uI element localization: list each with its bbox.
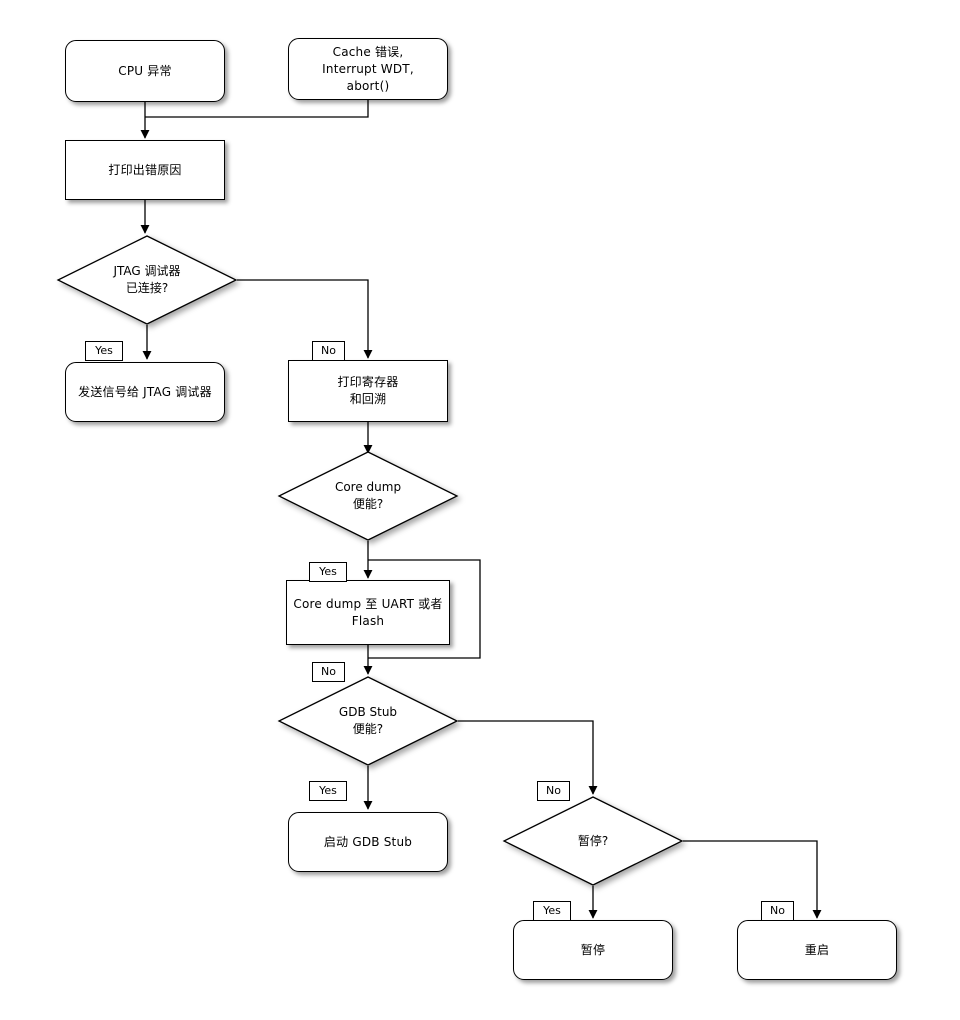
diamond-shape <box>56 235 238 325</box>
edge-label-coredump-no: No <box>312 662 345 682</box>
node-label: Cache 错误, Interrupt WDT, abort() <box>322 44 414 93</box>
node-send-signal-jtag[interactable]: 发送信号给 JTAG 调试器 <box>65 362 225 422</box>
node-halt-question[interactable]: 暂停? <box>502 796 684 886</box>
node-halt[interactable]: 暂停 <box>513 920 673 980</box>
node-label: 重启 <box>804 942 830 957</box>
node-print-reason[interactable]: 打印出错原因 <box>65 140 225 200</box>
node-label: Core dump 便能? <box>334 480 402 511</box>
node-label: 暂停 <box>580 942 606 957</box>
node-cpu-exception[interactable]: CPU 异常 <box>65 40 225 102</box>
node-label: 启动 GDB Stub <box>323 834 413 849</box>
node-label: 打印出错原因 <box>108 162 182 177</box>
edge-label-gdbstub-yes: Yes <box>309 781 347 801</box>
diamond-shape <box>277 451 459 541</box>
node-coredump-enabled[interactable]: Core dump 便能? <box>277 451 459 541</box>
node-label: 打印寄存器 和回溯 <box>337 375 399 406</box>
edge-label-halt-yes: Yes <box>533 901 571 921</box>
diamond-shape <box>502 796 684 886</box>
node-jtag-connected[interactable]: JTAG 调试器 已连接? <box>56 235 238 325</box>
edge-gdbstub-no <box>458 720 598 795</box>
edge-jtag-no <box>237 279 373 359</box>
edge-label-gdbstub-no: No <box>537 781 570 801</box>
node-cache-error[interactable]: Cache 错误, Interrupt WDT, abort() <box>288 38 448 100</box>
node-label: 发送信号给 JTAG 调试器 <box>78 384 212 399</box>
edge-label-halt-no: No <box>761 901 794 921</box>
edge-cache-to-print <box>145 100 369 118</box>
node-label: GDB Stub 便能? <box>338 705 398 736</box>
node-label: 暂停? <box>577 833 609 848</box>
node-label: JTAG 调试器 已连接? <box>113 264 181 295</box>
edge-label-jtag-yes: Yes <box>85 341 123 361</box>
edge-label-jtag-no: No <box>312 341 345 361</box>
node-reboot[interactable]: 重启 <box>737 920 897 980</box>
edge-label-coredump-yes: Yes <box>309 562 347 582</box>
node-gdbstub-enabled[interactable]: GDB Stub 便能? <box>277 676 459 766</box>
diamond-shape <box>277 676 459 766</box>
node-label: Core dump 至 UART 或者 Flash <box>293 596 443 628</box>
node-start-gdbstub[interactable]: 启动 GDB Stub <box>288 812 448 872</box>
node-coredump-to[interactable]: Core dump 至 UART 或者 Flash <box>286 580 450 645</box>
node-label: CPU 异常 <box>118 63 172 78</box>
edge-halt-no <box>683 840 822 919</box>
node-print-registers[interactable]: 打印寄存器 和回溯 <box>288 360 448 422</box>
